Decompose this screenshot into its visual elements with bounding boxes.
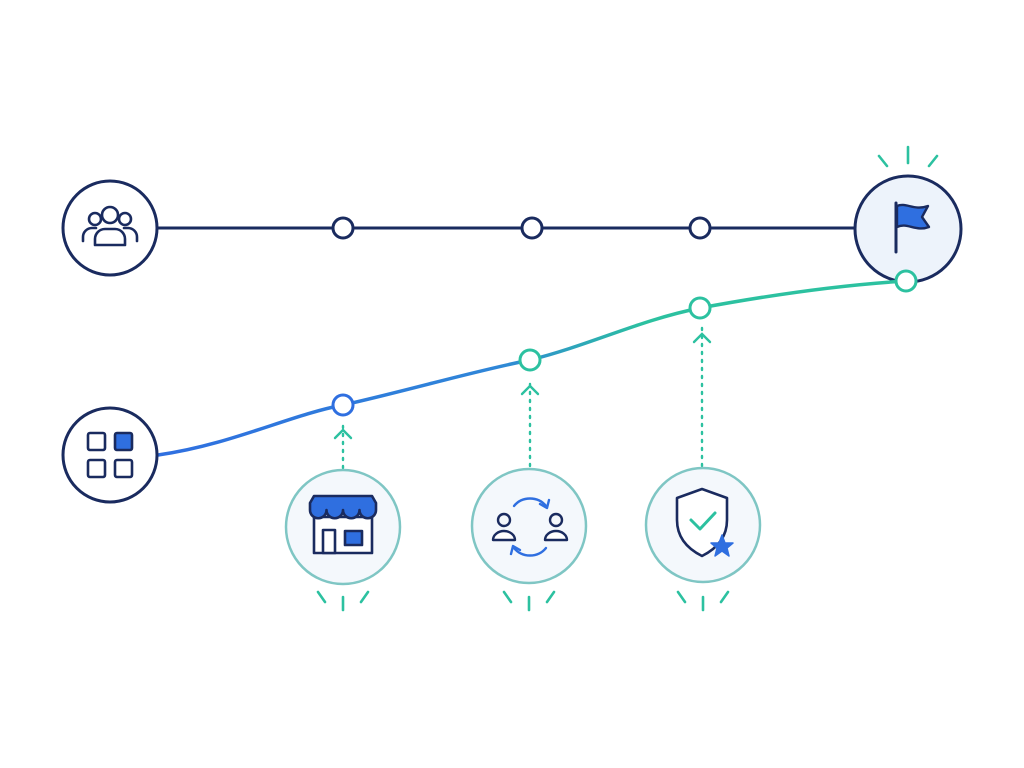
star-icon xyxy=(710,534,734,557)
user-exchange-node xyxy=(470,467,588,612)
storefront-node xyxy=(284,468,402,612)
feeder-connectors xyxy=(333,326,712,470)
bottom-milestone xyxy=(331,393,355,417)
bottom-milestone xyxy=(518,348,542,372)
people-group-icon xyxy=(81,205,139,247)
shield-check-star-icon xyxy=(675,487,734,558)
bottom-milestone xyxy=(688,296,712,320)
flag-burst xyxy=(877,145,939,168)
shield-burst xyxy=(676,590,730,612)
app-grid-icon xyxy=(86,431,134,479)
storefront-burst xyxy=(316,590,370,612)
arrowhead-icon xyxy=(692,332,712,344)
people-group-node xyxy=(61,179,159,277)
bottom-milestone xyxy=(894,269,918,293)
app-grid-node xyxy=(61,406,159,504)
user-exchange-icon xyxy=(491,497,569,557)
top-milestone xyxy=(331,216,355,240)
storefront-icon xyxy=(308,494,378,555)
top-milestone xyxy=(520,216,544,240)
top-milestone xyxy=(688,216,712,240)
user-exchange-burst xyxy=(502,590,556,612)
goal-node xyxy=(853,145,963,284)
flag-icon xyxy=(894,201,931,254)
arrowhead-icon xyxy=(333,428,353,440)
arrowhead-icon xyxy=(520,384,540,396)
shield-node xyxy=(644,466,762,612)
